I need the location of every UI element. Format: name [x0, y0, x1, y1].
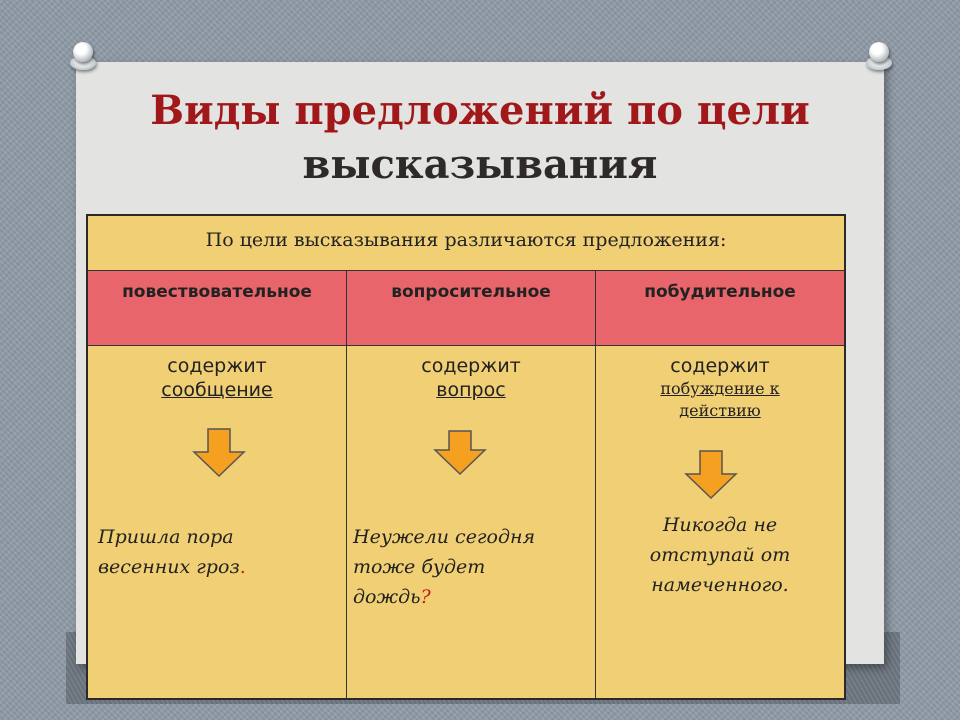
contains-label: содержит	[670, 355, 770, 377]
example-line: Пришла пора	[98, 526, 234, 548]
sentence-types-table: По цели высказывания различаются предлож…	[86, 214, 846, 700]
down-arrow-icon	[684, 450, 738, 500]
title-line-2: высказывания	[302, 141, 658, 188]
header-imperative: побудительное	[644, 282, 796, 302]
example-line: Никогда не	[662, 514, 778, 536]
example-punctuation: .	[239, 556, 246, 578]
feature-text: действию	[679, 401, 761, 420]
column-divider	[346, 271, 347, 698]
contains-label: содержит	[167, 355, 267, 377]
title-line-1: Виды предложений по цели	[150, 87, 810, 134]
example-line: весенних гроз	[98, 556, 240, 578]
table-body-row: содержит сообщение Пришла пора весенних …	[88, 346, 844, 698]
example-text: Пришла пора весенних гроз.	[98, 522, 246, 582]
column-divider	[595, 271, 596, 698]
example-text: Неужели сегодня тоже будет дождь?	[353, 522, 535, 612]
slide-title: Виды предложений по цели высказывания	[100, 84, 860, 192]
example-line: дождь	[353, 586, 421, 608]
down-arrow-icon	[433, 430, 487, 476]
feature-text: сообщение	[161, 379, 273, 401]
table-header-row: повествовательное вопросительное побудит…	[88, 271, 844, 346]
example-line: Неужели сегодня	[353, 526, 536, 548]
header-declarative: повествовательное	[122, 282, 312, 302]
example-line: намеченного.	[651, 574, 789, 596]
example-line: отступай от	[649, 544, 791, 566]
feature-text: вопрос	[436, 379, 506, 401]
header-interrogative: вопросительное	[391, 282, 551, 302]
table-intro: По цели высказывания различаются предлож…	[88, 216, 844, 271]
column-interrogative: содержит вопрос Неужели сегодня тоже буд…	[347, 346, 595, 698]
column-imperative: содержит побуждение к действию Никогда н…	[596, 346, 844, 698]
contains-label: содержит	[421, 355, 521, 377]
pushpin-icon	[70, 42, 96, 72]
down-arrow-icon	[192, 428, 246, 478]
example-punctuation: ?	[420, 586, 431, 608]
example-line: тоже будет	[353, 556, 486, 578]
column-declarative: содержит сообщение Пришла пора весенних …	[88, 346, 346, 698]
example-text: Никогда не отступай от намеченного.	[596, 510, 844, 600]
feature-text: побуждение к	[660, 379, 780, 398]
pushpin-icon	[866, 42, 892, 72]
